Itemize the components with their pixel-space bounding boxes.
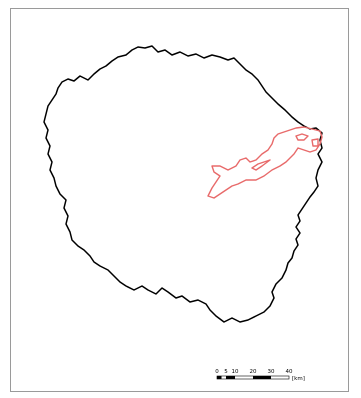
scale-label-20: 20 [250,369,257,375]
scale-segment [226,376,235,379]
scale-label-0: 0 [215,369,219,375]
scale-segment [217,376,222,379]
scale-unit: [km] [292,376,305,382]
scale-segment [253,376,271,379]
scale-bar: 0 5 10 20 30 40 [km] [215,369,305,382]
scale-label-5: 5 [224,369,228,375]
scale-label-40: 40 [286,369,293,375]
map-frame [10,8,349,392]
scale-label-30: 30 [268,369,275,375]
scale-label-10: 10 [232,369,239,375]
region-boundary [43,45,323,323]
highlighted-area [207,126,323,199]
